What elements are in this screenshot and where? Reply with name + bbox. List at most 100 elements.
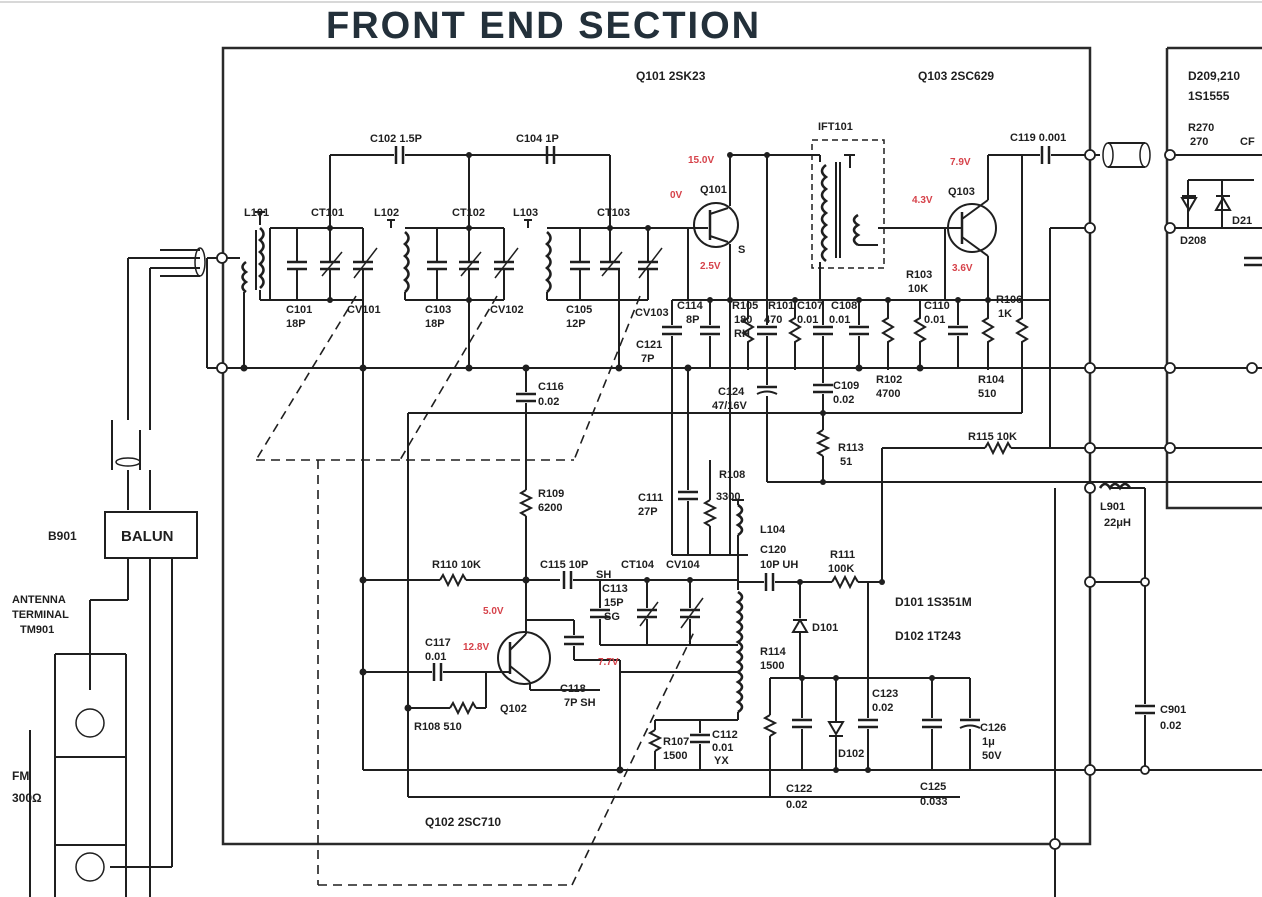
r108-label: R108 510 xyxy=(414,721,462,733)
tank-1 xyxy=(269,146,610,368)
d101-sym-label: D101 xyxy=(812,622,838,634)
v-q101-drain: 15.0V xyxy=(688,155,714,166)
c113-sg: SG xyxy=(604,611,620,623)
r113-value: 51 xyxy=(840,456,852,468)
q101-fet xyxy=(687,152,820,300)
r106-value: 1K xyxy=(998,308,1012,320)
q101-title: Q101 2SK23 xyxy=(636,69,706,83)
l101-coil xyxy=(207,211,363,368)
c112-yx: YX xyxy=(714,755,729,767)
cv102-label: CV102 xyxy=(490,304,524,316)
v-q101-source: 2.5V xyxy=(700,261,721,272)
c126-label: C126 xyxy=(980,722,1006,734)
r104-value: 510 xyxy=(978,388,996,400)
q101-bias-network xyxy=(662,155,1050,555)
c125-label: C125 xyxy=(920,781,946,793)
v-q103-emitter: 3.6V xyxy=(952,263,973,274)
c109-value: 0.02 xyxy=(833,394,854,406)
supply-rail xyxy=(1049,160,1155,897)
c115-sh: SH xyxy=(596,569,611,581)
balun-label: BALUN xyxy=(121,528,174,545)
b901-label: B901 xyxy=(48,529,77,543)
c108-label: C108 xyxy=(831,300,857,312)
c116-r109-branch xyxy=(407,364,688,797)
v-q102-collector: 5.0V xyxy=(483,606,504,617)
ct102-label: CT102 xyxy=(452,207,485,219)
tank-3: L103 xyxy=(513,155,688,368)
q102-sym-label: Q102 xyxy=(500,703,527,715)
c107-value: 0.01 xyxy=(797,314,818,326)
gang-tuning-linkage xyxy=(255,295,695,886)
q101-symbol xyxy=(693,202,739,248)
r109-value: 6200 xyxy=(538,502,562,514)
c113-label: C113 xyxy=(602,583,628,595)
c115-label: C115 10P xyxy=(540,559,588,571)
cf-label: CF xyxy=(1240,136,1255,148)
c102-label: C102 1.5P xyxy=(370,133,422,145)
c111-label: C111 xyxy=(638,492,663,504)
fm-label: FM xyxy=(12,769,29,783)
tm901-label: TM901 xyxy=(20,624,54,636)
l901-label: L901 xyxy=(1100,501,1125,513)
q102-oscillator xyxy=(359,368,1262,798)
c112-value: 0.01 xyxy=(712,742,733,754)
c126-voltage: 50V xyxy=(982,750,1002,762)
c119-label: C119 0.001 xyxy=(1010,132,1066,144)
tank-2: L102 xyxy=(374,155,519,368)
d21-label: D21 xyxy=(1232,215,1252,227)
c103-label: C103 xyxy=(425,304,451,316)
c122-label: C122 xyxy=(786,783,812,795)
l103-label: L103 xyxy=(513,207,538,219)
c105-value: 12P xyxy=(566,318,586,330)
cv104-label: CV104 xyxy=(666,559,701,571)
c110-label: C110 xyxy=(924,300,950,312)
r101-label: R101 xyxy=(768,300,794,312)
q101-sym-label: Q101 xyxy=(700,184,727,196)
c125-value: 0.033 xyxy=(920,796,948,808)
d209-210-label: D209,210 xyxy=(1188,69,1240,83)
q102-title: Q102 2SC710 xyxy=(425,815,501,829)
v-q103-base: 4.3V xyxy=(912,195,933,206)
ift101-label: IFT101 xyxy=(818,121,853,133)
r107-label: R107 xyxy=(663,736,689,748)
r104-label: R104 xyxy=(978,374,1005,386)
c114-label: C114 xyxy=(677,300,704,312)
c117-value: 0.01 xyxy=(425,651,446,663)
c118-label: C118 xyxy=(560,683,586,695)
d208-label: D208 xyxy=(1180,235,1206,247)
c114-value: 8P xyxy=(686,314,699,326)
q101-source-label: S xyxy=(738,244,745,256)
q103-sym-label: Q103 xyxy=(948,186,975,198)
c901-value: 0.02 xyxy=(1160,720,1181,732)
c117-label: C117 xyxy=(425,637,451,649)
antenna-input-wiring xyxy=(29,247,206,897)
v-q101-gate: 0V xyxy=(670,190,683,201)
v-q103-collector: 7.9V xyxy=(950,157,971,168)
q103-transistor xyxy=(944,146,1100,300)
d209-type-label: 1S1555 xyxy=(1188,89,1230,103)
l102-label: L102 xyxy=(374,207,399,219)
antenna-label: ANTENNA xyxy=(12,594,66,606)
terminal-label: TERMINAL xyxy=(12,609,69,621)
c118-value: 7P SH xyxy=(564,697,596,709)
c113-value: 15P xyxy=(604,597,624,609)
r115-label: R115 10K xyxy=(968,431,1017,443)
r270-value: 270 xyxy=(1190,136,1208,148)
r103-label: R103 xyxy=(906,269,932,281)
d101-type-label: D101 1S351M xyxy=(895,595,972,609)
r110-label: R110 10K xyxy=(432,559,481,571)
c107-label: C107 xyxy=(797,300,823,312)
c101-label: C101 xyxy=(286,304,312,316)
r101-value: 470 xyxy=(764,314,782,326)
r114-value: 1500 xyxy=(760,660,784,672)
c111-value: 27P xyxy=(638,506,658,518)
ct104-label: CT104 xyxy=(621,559,655,571)
c109-label: C109 xyxy=(833,380,859,392)
r113-label: R113 xyxy=(838,442,864,454)
antenna-screw-2 xyxy=(75,852,105,882)
r107-value: 1500 xyxy=(663,750,687,762)
r108b-value: 3300 xyxy=(716,491,740,503)
c101-value: 18P xyxy=(286,318,306,330)
r109-label: R109 xyxy=(538,488,564,500)
